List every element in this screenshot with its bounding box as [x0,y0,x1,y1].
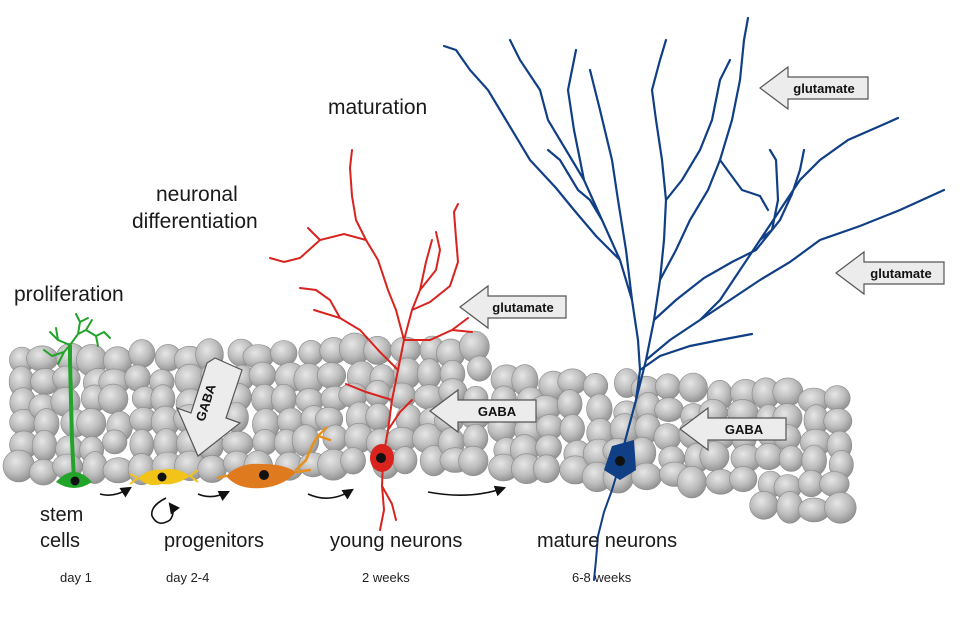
young-neuron [269,149,473,531]
gaba-label-mature: GABA [725,422,764,437]
glutamate-arrow-young: glutamate [459,284,567,330]
granule-cell [678,372,708,403]
granule-cell [467,355,492,382]
granule-cell [416,358,442,390]
granule-cell [340,447,366,475]
granule-cell [823,408,853,435]
granule-cell [729,466,758,493]
granule-cell [197,455,227,483]
arrow-stem-to-progenitor [99,486,132,498]
time-label-day2-4: day 2-4 [166,570,209,585]
progenitor-cell-yellow [129,468,199,486]
gaba-arrow-young: GABA [429,388,537,434]
stage-label-differentiation-line2: differentiation [132,210,258,233]
glutamate-arrow-mature-right: glutamate [835,250,945,296]
mature-neuron [442,16,946,581]
granule-cell [2,449,35,483]
arrow-progenitor-to-young [307,488,354,500]
gaba-arrow-mature: GABA [679,406,787,452]
arrow-progenitor-to-progenitor [197,490,231,502]
cell-label-progenitors: progenitors [164,530,264,552]
cell-label-stem-line1: stem [40,504,83,526]
cell-label-young-neurons: young neurons [330,530,462,552]
granule-cell [458,445,489,477]
self-renewal-loop [150,497,180,524]
granule-cell [676,465,707,499]
granule-cell [31,429,58,462]
glutamate-label-mature-top: glutamate [793,81,854,96]
granule-cell [316,362,347,389]
stem-cell [43,313,111,488]
granule-cell [631,462,662,491]
granule-cell [102,429,128,455]
cell-label-mature-neurons: mature neurons [537,530,677,552]
stage-label-maturation: maturation [328,96,427,119]
granule-cell [824,491,857,524]
stage-label-proliferation: proliferation [14,283,124,306]
glutamate-arrow-mature-top: glutamate [759,65,869,111]
granule-cell [823,385,851,412]
granule-cell [128,339,156,368]
granule-cell [365,402,391,431]
granule-cell [76,408,107,439]
arrow-young-to-mature [427,485,507,497]
granule-cell [26,345,59,372]
time-label-2weeks: 2 weeks [362,570,410,585]
granule-cell [533,454,560,484]
granule-cell [270,340,298,367]
glutamate-label-mature-right: glutamate [870,266,931,281]
granule-cell [392,446,418,475]
time-label-day1: day 1 [60,570,92,585]
granule-cell [654,397,684,423]
granule-cell [749,490,779,520]
granule-cell [248,361,277,389]
granule-cell [556,389,583,419]
granule-cell [559,414,585,444]
stage-label-differentiation-line1: neuronal [156,183,238,206]
granule-cell [655,373,681,400]
gaba-label-young: GABA [478,404,517,419]
granule-cell [778,445,804,472]
progenitor-cell-orange [216,426,332,489]
time-label-6-8weeks: 6-8 weeks [572,570,632,585]
granule-cell [98,383,129,415]
cell-label-stem-line2: cells [40,530,80,552]
transition-arrows [99,485,507,524]
glutamate-label-young: glutamate [492,300,553,315]
